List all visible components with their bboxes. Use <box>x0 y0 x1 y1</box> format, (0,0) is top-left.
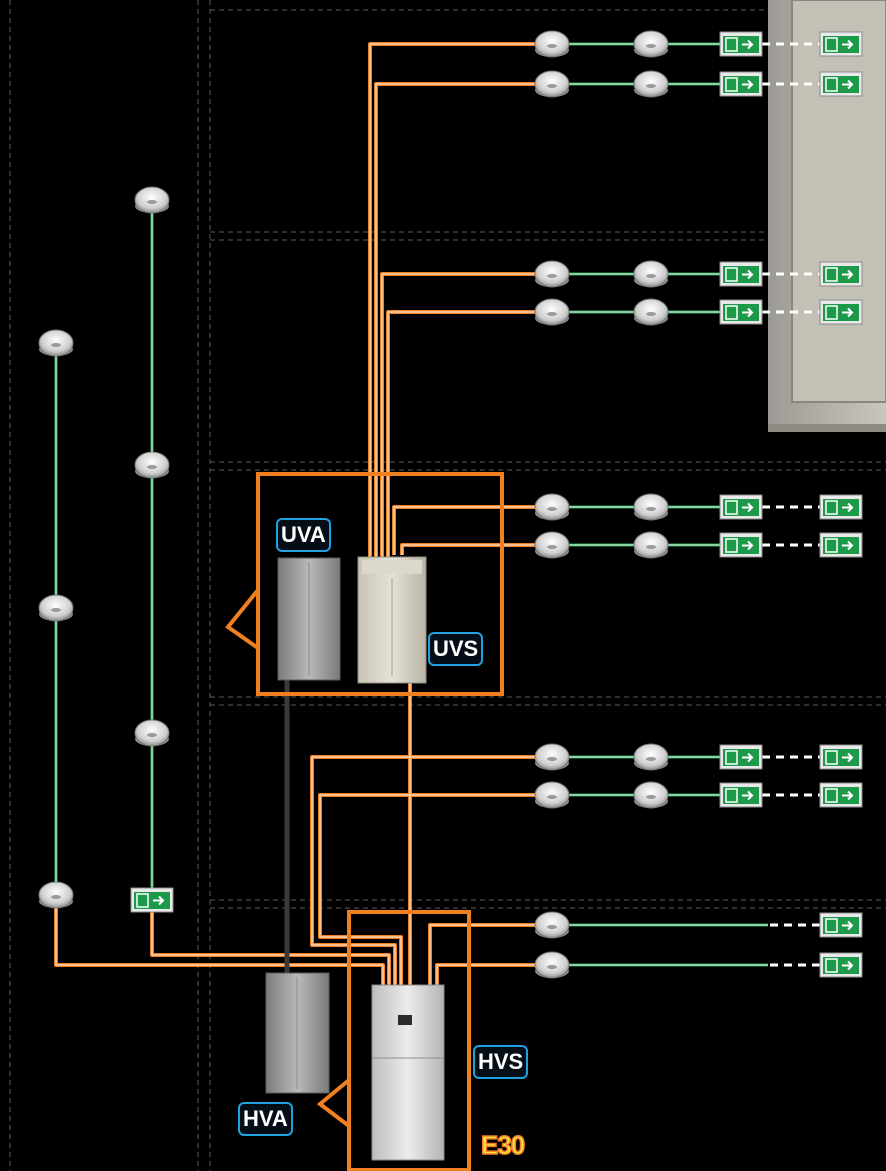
exit-sign-icon <box>719 71 763 97</box>
ceiling-luminaire-icon <box>534 493 570 521</box>
exit-sign-icon <box>719 744 763 770</box>
exit-sign-icon <box>819 744 863 770</box>
exit-sign-icon <box>719 299 763 325</box>
ceiling-luminaire-icon <box>633 743 669 771</box>
floor-grid <box>9 0 886 1171</box>
exit-sign-icon <box>819 299 863 325</box>
fire-rated-cables <box>54 42 540 985</box>
ceiling-luminaire-icon <box>534 260 570 288</box>
exit-sign-icon <box>719 261 763 287</box>
ceiling-luminaire-icon <box>633 781 669 809</box>
ceiling-luminaire-icon <box>534 70 570 98</box>
hvs-distribution-cabinet <box>371 984 445 1161</box>
ceiling-luminaire-icon <box>534 911 570 939</box>
left-data-lines <box>54 200 154 898</box>
ceiling-luminaire-icon <box>534 743 570 771</box>
exit-sign-icon <box>719 532 763 558</box>
ceiling-luminaire-icon <box>534 30 570 58</box>
uvs-label: UVS <box>428 632 484 666</box>
devices <box>38 30 863 979</box>
large-cabinet-door <box>768 0 886 432</box>
uva-battery-cabinet <box>277 557 341 681</box>
ceiling-luminaire-icon <box>633 70 669 98</box>
exit-sign-icon <box>819 494 863 520</box>
exit-sign-icon <box>719 31 763 57</box>
fire-rating-label: E30 <box>480 1129 526 1161</box>
ceiling-luminaire-icon <box>633 260 669 288</box>
ceiling-luminaire-icon <box>633 30 669 58</box>
ceiling-luminaire-icon <box>38 594 74 622</box>
exit-sign-icon <box>130 887 174 913</box>
hva-label: HVA <box>238 1102 293 1136</box>
sub-distribution-enclosure <box>225 472 504 696</box>
ceiling-luminaire-icon <box>134 186 170 214</box>
uvs-distribution-cabinet <box>357 556 427 684</box>
exit-sign-icon <box>819 952 863 978</box>
exit-sign-icon <box>819 782 863 808</box>
exit-sign-icon <box>819 912 863 938</box>
ceiling-luminaire-icon <box>534 781 570 809</box>
ceiling-luminaire-icon <box>633 298 669 326</box>
exit-data-lines <box>553 42 820 967</box>
exit-sign-icon <box>719 494 763 520</box>
ceiling-luminaire-icon <box>633 493 669 521</box>
exit-sign-icon <box>819 31 863 57</box>
exit-sign-icon <box>819 532 863 558</box>
ceiling-luminaire-icon <box>38 881 74 909</box>
hva-battery-cabinet <box>265 972 330 1094</box>
main-distribution-enclosure <box>316 910 471 1171</box>
ceiling-luminaire-icon <box>534 951 570 979</box>
uva-label: UVA <box>276 518 331 552</box>
ceiling-luminaire-icon <box>534 531 570 559</box>
ceiling-luminaire-icon <box>134 451 170 479</box>
ceiling-luminaire-icon <box>633 531 669 559</box>
exit-sign-icon <box>819 71 863 97</box>
ceiling-luminaire-icon <box>38 329 74 357</box>
exit-sign-icon <box>719 782 763 808</box>
exit-sign-icon <box>819 261 863 287</box>
hvs-label: HVS <box>473 1045 529 1079</box>
ceiling-luminaire-icon <box>134 719 170 747</box>
ceiling-luminaire-icon <box>534 298 570 326</box>
